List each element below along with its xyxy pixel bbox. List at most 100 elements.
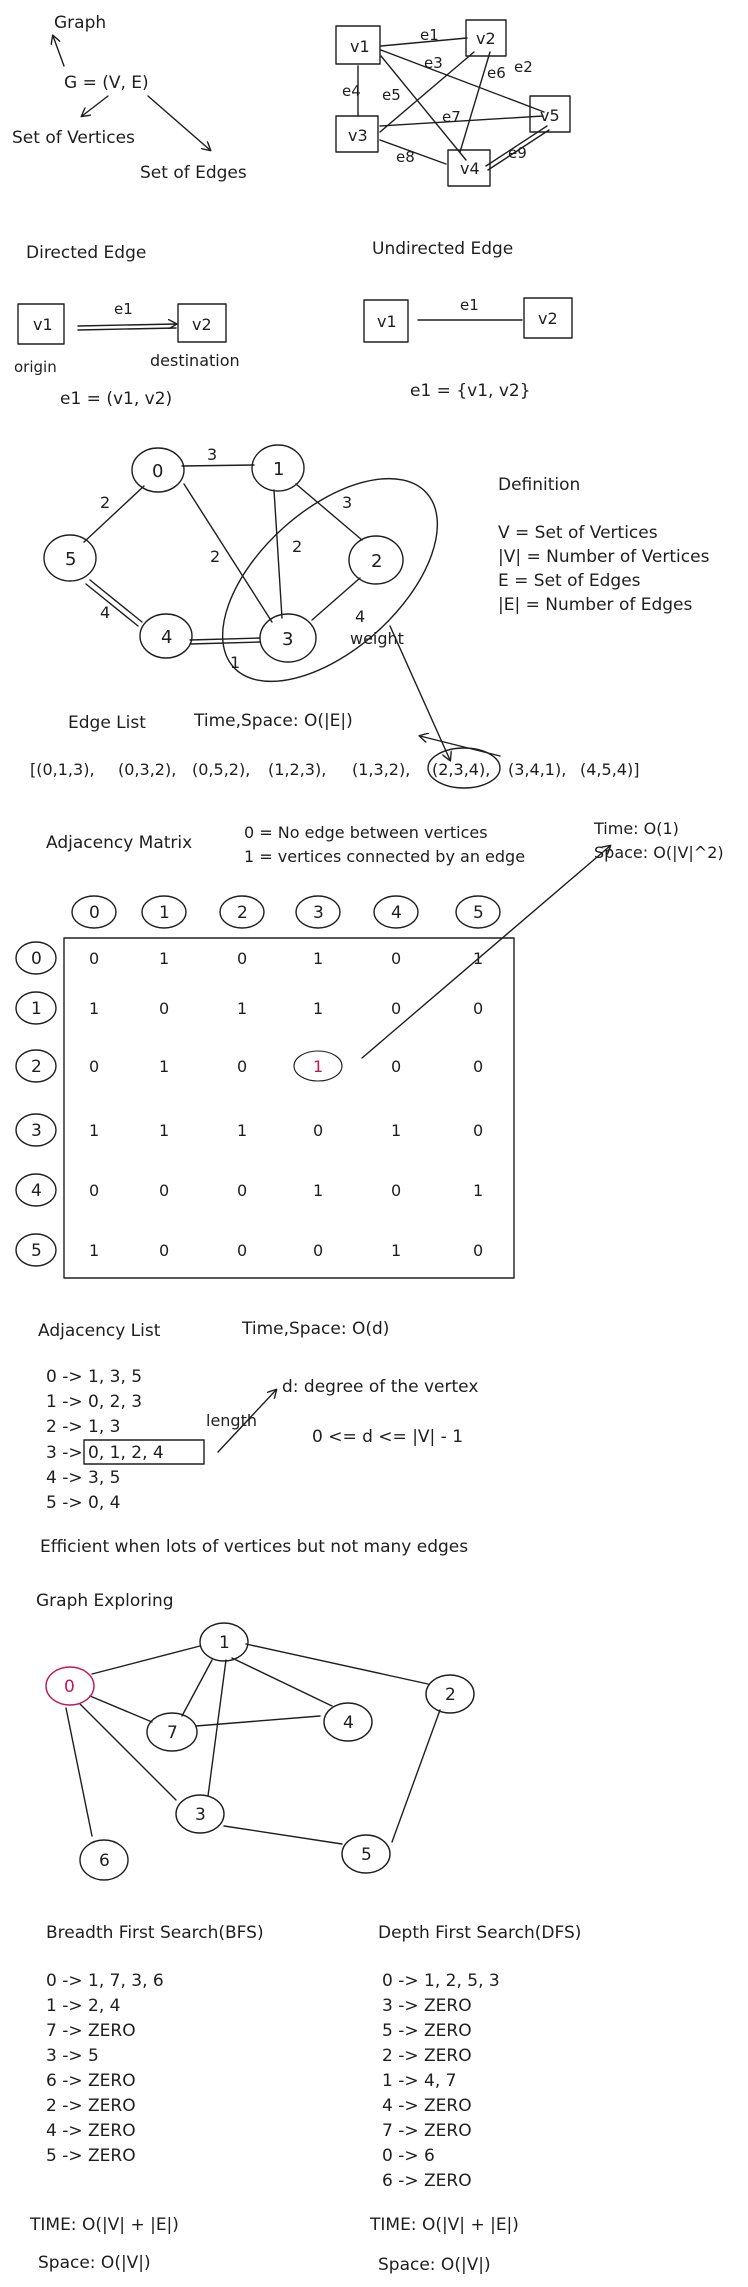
adjacency-list-highlight: [83, 1439, 205, 1465]
length-label: length: [206, 1411, 257, 1430]
edge-e9-double: [487, 129, 550, 171]
adjacency-list-line: 5 -> 0, 4: [46, 1493, 120, 1513]
undirected-edge-title: Undirected Edge: [372, 239, 513, 259]
matrix-legend-one: 1 = vertices connected by an edge: [244, 847, 525, 866]
adjacency-list-complexity: Time,Space: O(d): [241, 1319, 389, 1339]
edge-label-e9: e9: [508, 144, 527, 162]
edge-list-item: [(0,1,3),: [30, 760, 95, 779]
exploring-node-5: [341, 1834, 391, 1874]
edge-label-e7: e7: [442, 108, 461, 126]
bfs-line: 7 -> ZERO: [46, 2021, 136, 2041]
node-v3-label: v3: [348, 126, 368, 145]
edge-4-5: [89, 579, 143, 623]
edge-0-7: [89, 1695, 153, 1723]
sample-graph: v1 v2 v3 v4 v5 e1 e2 e3 e4 e5 e6 e7 e8 e…: [335, 19, 571, 187]
edge-0-3: [183, 483, 273, 623]
definitions: Definition V = Set of Vertices |V| = Num…: [498, 475, 710, 615]
dfs-line: 0 -> 6: [382, 2146, 435, 2166]
dfs-time: TIME: O(|V| + |E|): [369, 2215, 519, 2235]
bfs-title: Breadth First Search(BFS): [46, 1923, 264, 1943]
edge-label-e4: e4: [342, 82, 361, 100]
matrix-cell: 0: [159, 999, 169, 1018]
matrix-cell: 1: [89, 999, 99, 1018]
arrow-oval-to-edge-list: [389, 625, 450, 760]
adjacency-list-line: 2 -> 1, 3: [46, 1417, 120, 1437]
edge-list-item: (1,2,3),: [268, 760, 326, 779]
matrix-col-header: 0: [89, 903, 100, 923]
graph-label: Graph: [54, 13, 106, 33]
matrix-cell: 1: [313, 1181, 323, 1200]
matrix-cell: 1: [391, 1121, 401, 1140]
matrix-cell: 1: [159, 1121, 169, 1140]
matrix-row-header: 5: [31, 1241, 42, 1261]
adjacency-list-line: 1 -> 0, 2, 3: [46, 1392, 142, 1412]
dfs-section: Depth First Search(DFS) 0 -> 1, 2, 5, 3 …: [369, 1923, 581, 2275]
graph-exploring: Graph Exploring 0 1 2 3 4 5 6 7: [36, 1591, 475, 1881]
adjacency-matrix-title: Adjacency Matrix: [46, 833, 192, 853]
undirected-node-v1-label: v1: [377, 312, 397, 331]
matrix-cell: 0: [391, 1057, 401, 1076]
matrix-row-header: 2: [31, 1057, 42, 1077]
exploring-node-0-label: 0: [64, 1677, 75, 1697]
weight-0-5: 2: [100, 493, 110, 512]
bfs-line: 2 -> ZERO: [46, 2096, 136, 2116]
matrix-time: Time: O(1): [593, 819, 679, 838]
node-2: [348, 535, 404, 585]
matrix-cell: 0: [237, 1181, 247, 1200]
exploring-node-4-label: 4: [343, 1713, 354, 1733]
matrix-cell: 0: [159, 1241, 169, 1260]
definition-v: V = Set of Vertices: [498, 523, 658, 543]
bfs-line: 3 -> 5: [46, 2046, 99, 2066]
matrix-col-header-circle: [141, 895, 187, 929]
matrix-cell: 0: [159, 1181, 169, 1200]
adjacency-list-line: 0 -> 1, 3, 5: [46, 1367, 142, 1387]
edge-list-title: Edge List: [68, 713, 146, 733]
vertices-label: Set of Vertices: [12, 128, 135, 148]
exploring-node-2: [425, 1674, 475, 1714]
matrix-row-header-circle: [15, 991, 57, 1025]
matrix-cell: 0: [473, 999, 483, 1018]
undirected-node-v2-label: v2: [538, 309, 558, 328]
degree-bound: 0 <= d <= |V| - 1: [312, 1427, 463, 1447]
destination-label: destination: [150, 351, 240, 370]
matrix-cell: 0: [473, 1121, 483, 1140]
edge-label-e8: e8: [396, 148, 415, 166]
exploring-node-0: [45, 1666, 95, 1706]
matrix-row-header-circle: [15, 1233, 57, 1267]
matrix-row-header: 3: [31, 1121, 42, 1141]
edge-list-section: Edge List Time,Space: O(|E|) [(0,1,3), (…: [30, 711, 639, 789]
edge-1-3: [207, 1659, 227, 1797]
edge-e8: [379, 139, 447, 165]
directed-edge-title: Directed Edge: [26, 243, 146, 263]
matrix-col-header: 5: [473, 903, 484, 923]
bfs-line: 5 -> ZERO: [46, 2146, 136, 2166]
bfs-space: Space: O(|V|): [38, 2253, 151, 2273]
matrix-row-header-circle: [15, 1049, 57, 1083]
graph-formula: G = (V, E): [64, 73, 149, 93]
matrix-legend-zero: 0 = No edge between vertices: [244, 823, 488, 842]
edge-list-item: (0,5,2),: [192, 760, 250, 779]
weight-label: weight: [350, 629, 404, 648]
edge-e3: [380, 55, 467, 161]
bfs-line: 0 -> 1, 7, 3, 6: [46, 1971, 164, 1991]
dfs-line: 6 -> ZERO: [382, 2171, 472, 2191]
definition-title: Definition: [498, 475, 580, 495]
dfs-line: 5 -> ZERO: [382, 2021, 472, 2041]
weighted-graph: 0 1 2 3 4 5 3 2 2 2 3 4 4 1 weight: [43, 444, 473, 760]
matrix-cell: 0: [391, 999, 401, 1018]
matrix-cell: 1: [159, 1057, 169, 1076]
edge-2-3-highlight-oval: [221, 477, 439, 683]
node-5: [43, 534, 97, 582]
edge-e1: [380, 37, 468, 47]
dfs-line: 3 -> ZERO: [382, 1996, 472, 2016]
node-3-label: 3: [282, 629, 293, 650]
edge-0-1: [181, 464, 255, 467]
edge-1-2: [295, 483, 363, 541]
arrow-to-edges: [147, 95, 210, 150]
edge-e5: [379, 51, 475, 133]
weight-0-1: 3: [207, 445, 217, 464]
degree-label: d: degree of the vertex: [282, 1377, 478, 1397]
dfs-line: 1 -> 4, 7: [382, 2071, 456, 2091]
matrix-cell: 1: [313, 949, 323, 968]
